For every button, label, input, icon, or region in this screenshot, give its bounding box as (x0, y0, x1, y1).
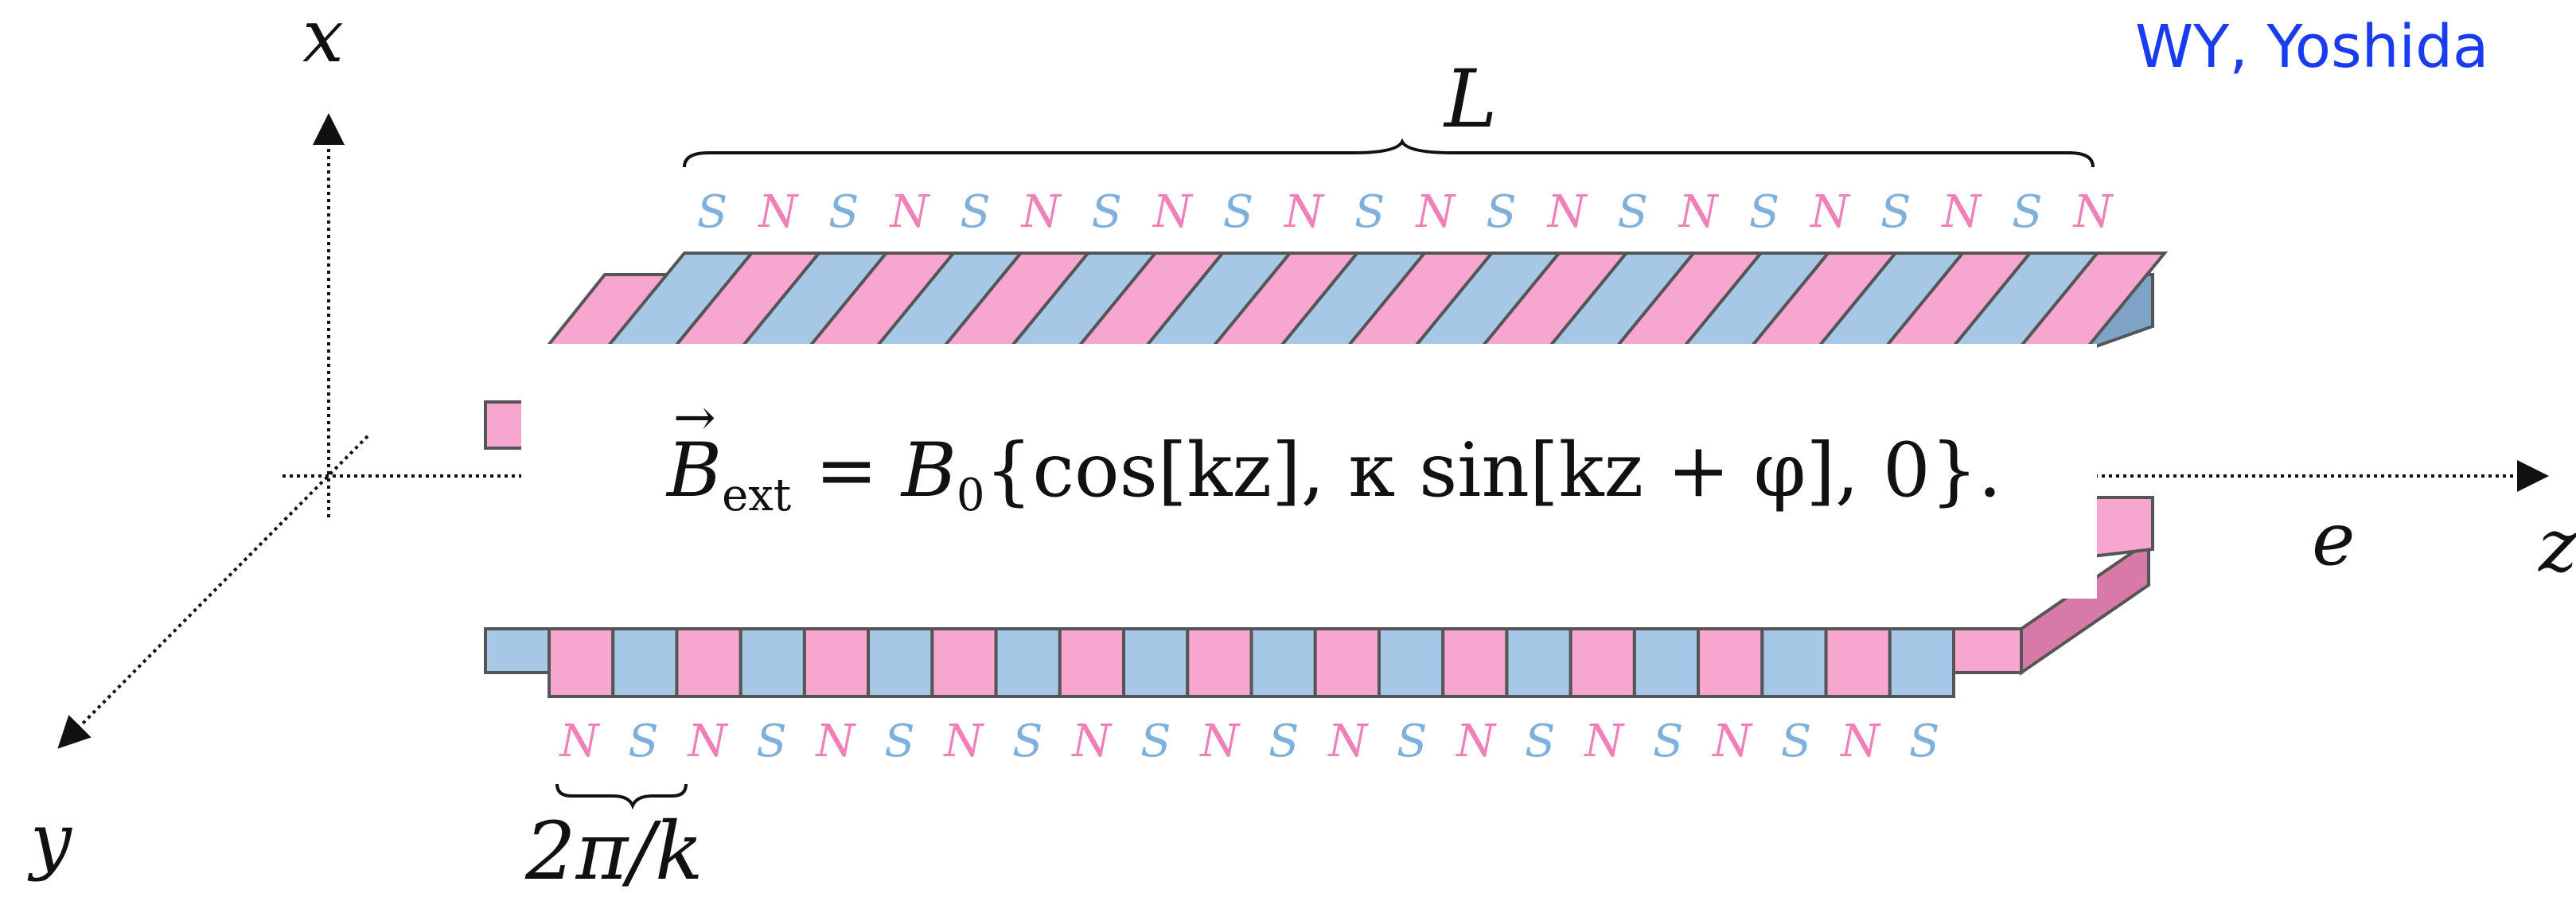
bottom-pole-label: N (1070, 716, 1113, 767)
top-pole-label: N (1283, 186, 1325, 238)
length-brace (683, 138, 2095, 168)
equation-body: {cos[kz], κ sin[kz + φ], 0}. (984, 427, 2002, 514)
lower-magnet-block (1824, 627, 1892, 698)
y-axis-line (57, 435, 369, 749)
bottom-pole-label: S (1397, 716, 1427, 767)
period-brace (555, 783, 688, 810)
lower-magnet-array (548, 627, 1955, 698)
length-label: L (1444, 53, 1498, 146)
top-pole-label: N (2072, 186, 2114, 238)
lower-magnet-block (1058, 627, 1126, 698)
lower-magnet-block (548, 627, 615, 698)
lower-magnet-block (1249, 627, 1317, 698)
top-pole-label: N (888, 186, 930, 238)
period-label: 2π/k (525, 805, 703, 898)
lower-magnet-side-block (1952, 627, 2023, 674)
y-axis-label: y (30, 798, 72, 883)
top-pole-label: S (1486, 186, 1516, 238)
upper-magnet-array (601, 252, 2169, 352)
lower-magnet-block (1122, 627, 1190, 698)
lower-magnet-block (1441, 627, 1509, 698)
lower-magnet-side-block (484, 627, 551, 674)
lower-magnet-block (675, 627, 742, 698)
lower-magnet-side (484, 496, 2154, 676)
lower-magnet-block (867, 627, 934, 698)
lower-magnet-block (1569, 627, 1636, 698)
top-pole-label: S (697, 186, 727, 238)
lower-magnet-block (994, 627, 1062, 698)
bottom-pole-label: N (1198, 716, 1241, 767)
top-pole-label: N (1809, 186, 1851, 238)
lower-magnet-block (1377, 627, 1445, 698)
lower-magnet-block (1632, 627, 1701, 698)
lower-magnet-block (1505, 627, 1572, 698)
field-equation: Bext = B0{cos[kz], κ sin[kz + φ], 0}. (667, 392, 2001, 521)
top-pole-label: S (1223, 186, 1253, 238)
equation-panel (521, 344, 2097, 599)
bottom-pole-label: S (1781, 716, 1811, 767)
bottom-pole-label: S (884, 716, 914, 767)
bottom-pole-label: N (942, 716, 984, 767)
top-pole-label: N (1940, 186, 1982, 238)
top-pole-label: N (757, 186, 799, 238)
bottom-pole-label: S (1269, 716, 1299, 767)
bottom-pole-label: N (559, 716, 601, 767)
top-pole-label: N (1546, 186, 1588, 238)
z-axis-label: z (2539, 503, 2576, 588)
top-pole-label: S (1092, 186, 1122, 238)
bottom-pole-label: N (1839, 716, 1881, 767)
equation-lhs-sub: ext (722, 470, 792, 521)
top-pole-label: S (1880, 186, 1911, 238)
top-pole-label: N (1020, 186, 1062, 238)
top-pole-label: S (1749, 186, 1779, 238)
author-credit: WY, Yoshida (2135, 13, 2489, 81)
lower-magnet-block (1186, 627, 1253, 698)
top-pole-label: S (1617, 186, 1647, 238)
lower-magnet-block (1697, 627, 1764, 698)
bottom-pole-label: S (1012, 716, 1042, 767)
bottom-pole-label: N (1711, 716, 1753, 767)
top-pole-label: N (1414, 186, 1456, 238)
equation-coeff-sub: 0 (956, 470, 985, 521)
lower-magnet-side-block (2020, 538, 2150, 676)
bottom-pole-label: N (1583, 716, 1625, 767)
top-pole-label: N (1152, 186, 1194, 238)
bottom-pole-label: S (1140, 716, 1171, 767)
bottom-pole-label: N (1455, 716, 1497, 767)
bottom-pole-label: S (1653, 716, 1683, 767)
lower-magnet-block (739, 627, 806, 698)
x-axis-label: x (302, 0, 344, 79)
bottom-pole-label: S (1909, 716, 1939, 767)
bottom-pole-label: S (1525, 716, 1555, 767)
top-pole-label: S (828, 186, 859, 238)
lower-magnet-block (930, 627, 998, 698)
bottom-pole-label: S (756, 716, 786, 767)
bottom-pole-label: N (814, 716, 856, 767)
lower-magnet-block (1760, 627, 1828, 698)
equation-lhs-symbol: B (667, 392, 722, 509)
beam-label: e (2312, 497, 2356, 582)
lower-magnet-block (611, 627, 679, 698)
bottom-pole-label: N (1327, 716, 1369, 767)
top-pole-label: N (1678, 186, 1720, 238)
lower-magnet-block (1313, 627, 1381, 698)
bottom-pole-label: N (686, 716, 728, 767)
equation-coeff: B (901, 427, 957, 514)
bottom-pole-label: S (628, 716, 658, 767)
top-pole-label: S (1354, 186, 1385, 238)
top-pole-label: S (960, 186, 990, 238)
lower-magnet-block (1888, 627, 1955, 698)
lower-magnet-block (802, 627, 871, 698)
top-pole-label: S (2012, 186, 2042, 238)
